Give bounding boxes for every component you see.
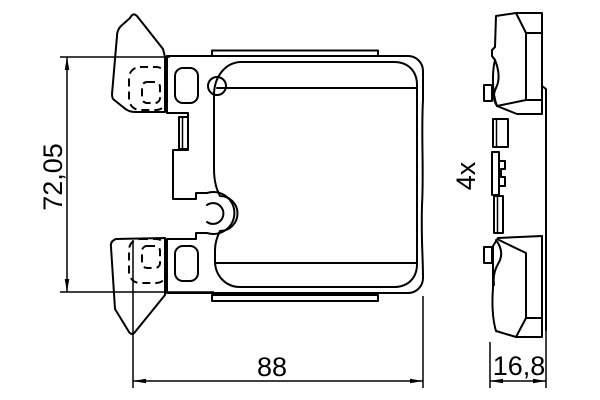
- side-bottom-block-contour: [492, 239, 503, 286]
- side-top-nub: [483, 84, 493, 102]
- top-shim-strip: [211, 49, 379, 57]
- side-spine-upper: [492, 118, 509, 148]
- side-bottom-block-edge: [498, 239, 527, 319]
- side-spine-slot: [491, 151, 500, 196]
- dimension-width: 88: [132, 240, 424, 388]
- side-plate-edge: [541, 85, 547, 331]
- bottom-clip-hidden-outline: [128, 238, 168, 284]
- dimension-arrow: [64, 279, 70, 292]
- side-top-block: [491, 12, 543, 115]
- front-view: [109, 13, 424, 335]
- dim-height-label: 72,05: [38, 143, 68, 211]
- dimension-arrow: [490, 378, 503, 384]
- dimension-arrow: [133, 378, 146, 384]
- top-mounting-hole: [174, 67, 199, 104]
- side-top-block-contour: [492, 59, 500, 107]
- dim-width-label: 88: [257, 352, 287, 382]
- top-clip-hidden-inner: [141, 81, 161, 104]
- top-ear: [111, 13, 166, 113]
- backing-plate-outline: [166, 55, 424, 294]
- bottom-clip-hidden-inner: [141, 245, 161, 269]
- top-clip-hidden-outline: [128, 66, 168, 111]
- dimension-arrow: [410, 378, 423, 384]
- quantity-label: 4x: [451, 161, 481, 190]
- dimension-arrow: [533, 378, 546, 384]
- side-top-block-chamfer: [515, 12, 543, 34]
- guide-hole: [207, 76, 227, 96]
- dim-thickness-label: 16,8: [493, 351, 546, 381]
- retaining-tongue-inner-edge: [206, 202, 225, 225]
- side-spine-lower: [493, 195, 504, 234]
- side-view: [483, 12, 547, 338]
- bottom-mounting-hole: [174, 245, 199, 282]
- dimension-height: 72,05: [38, 56, 214, 293]
- side-bottom-block-chamfer: [515, 317, 543, 338]
- side-bottom-block: [491, 235, 543, 338]
- dimension-thickness: 16,8: [489, 330, 547, 388]
- side-spine-tab: [498, 160, 506, 187]
- indicator-slot: [178, 116, 189, 150]
- friction-pad-outline: [213, 61, 418, 288]
- dimension-arrow: [64, 57, 70, 70]
- side-top-block-edge: [496, 32, 543, 107]
- bottom-ear: [109, 237, 166, 335]
- side-bottom-nub: [483, 246, 493, 264]
- bottom-shim-strip: [211, 294, 379, 302]
